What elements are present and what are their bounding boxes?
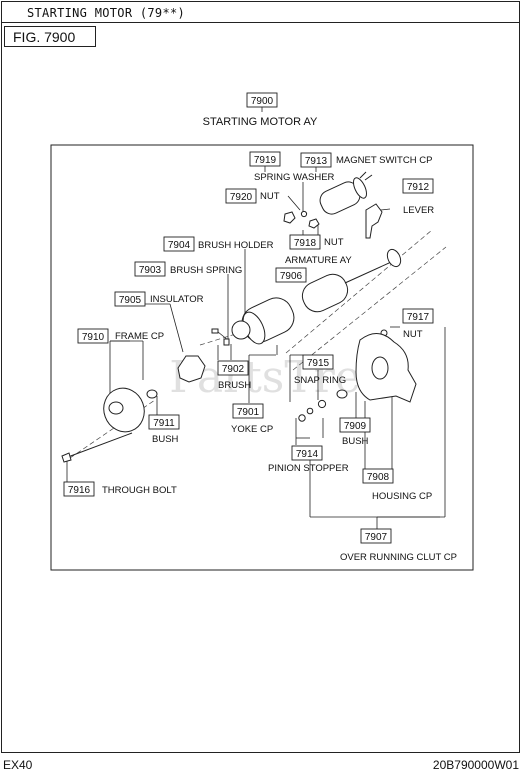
svg-text:7903: 7903 bbox=[139, 265, 162, 276]
svg-text:ARMATURE AY: ARMATURE AY bbox=[285, 255, 352, 266]
svg-text:BRUSH HOLDER: BRUSH HOLDER bbox=[198, 240, 274, 251]
svg-text:7910: 7910 bbox=[82, 332, 105, 343]
svg-text:FRAME CP: FRAME CP bbox=[115, 331, 164, 342]
part-7903: 7903 BRUSH SPRING bbox=[134, 261, 242, 277]
svg-text:7917: 7917 bbox=[407, 312, 430, 323]
figure-number: FIG. 7900 bbox=[13, 29, 76, 45]
svg-text:7908: 7908 bbox=[367, 472, 390, 483]
svg-text:7907: 7907 bbox=[365, 532, 388, 543]
page-frame bbox=[1, 1, 520, 753]
brush-holder-drawing bbox=[211, 320, 251, 346]
svg-text:NUT: NUT bbox=[260, 191, 280, 202]
svg-text:7901: 7901 bbox=[237, 407, 260, 418]
svg-text:BRUSH SPRING: BRUSH SPRING bbox=[170, 265, 242, 276]
svg-text:INSULATOR: INSULATOR bbox=[150, 294, 204, 305]
svg-text:7911: 7911 bbox=[153, 418, 175, 429]
svg-text:BRUSH: BRUSH bbox=[218, 380, 251, 391]
svg-text:NUT: NUT bbox=[403, 329, 423, 340]
lever-drawing bbox=[365, 203, 383, 239]
svg-text:7905: 7905 bbox=[119, 295, 142, 306]
part-7905: 7905 INSULATOR bbox=[114, 291, 204, 307]
svg-text:THROUGH BOLT: THROUGH BOLT bbox=[102, 485, 177, 496]
part-7916: 7916 THROUGH BOLT bbox=[63, 481, 177, 497]
part-7914: 7914 PINION STOPPER bbox=[268, 445, 349, 474]
part-7917: 7917 NUT bbox=[402, 308, 434, 340]
part-7909: 7909 BUSH bbox=[339, 417, 371, 447]
svg-text:STARTING MOTOR AY: STARTING MOTOR AY bbox=[203, 116, 318, 128]
document-code: 20B790000W01 bbox=[432, 758, 519, 772]
part-7906: 7906 ARMATURE AY bbox=[275, 255, 352, 283]
svg-text:7902: 7902 bbox=[222, 364, 245, 375]
part-7911: 7911 BUSH bbox=[148, 414, 180, 445]
svg-text:7916: 7916 bbox=[68, 485, 91, 496]
watermark: PartsTree bbox=[169, 352, 387, 403]
svg-text:7919: 7919 bbox=[254, 155, 277, 166]
svg-text:SPRING WASHER: SPRING WASHER bbox=[254, 172, 335, 183]
svg-text:LEVER: LEVER bbox=[403, 205, 434, 216]
svg-text:NUT: NUT bbox=[324, 237, 344, 248]
through-bolt-drawing bbox=[61, 432, 133, 463]
part-7910: 7910 FRAME CP bbox=[77, 328, 164, 344]
svg-text:7912: 7912 bbox=[407, 182, 430, 193]
svg-text:7906: 7906 bbox=[280, 271, 303, 282]
page-title: STARTING MOTOR (79**) bbox=[27, 6, 186, 20]
armature-drawing bbox=[301, 248, 402, 313]
svg-text:7920: 7920 bbox=[230, 192, 253, 203]
svg-text:7900: 7900 bbox=[251, 96, 274, 107]
part-7908: 7908 HOUSING CP bbox=[362, 468, 432, 502]
svg-text:OVER RUNNING CLUT CP: OVER RUNNING CLUT CP bbox=[340, 552, 457, 563]
bush-drawing bbox=[146, 389, 348, 399]
part-7902: 7902 BRUSH bbox=[217, 360, 251, 391]
svg-text:PINION STOPPER: PINION STOPPER bbox=[268, 463, 349, 474]
part-7918: 7918 NUT bbox=[289, 234, 344, 250]
svg-text:7918: 7918 bbox=[294, 238, 317, 249]
frame-drawing bbox=[103, 387, 145, 433]
insulator-drawing bbox=[177, 355, 206, 383]
part-labels: 7900 STARTING MOTOR AY 7919 SPRING WASHE… bbox=[63, 92, 457, 563]
figure-label-box: FIG. 7900 bbox=[4, 26, 96, 47]
part-7912: 7912 LEVER bbox=[402, 178, 434, 216]
yoke-drawing bbox=[241, 297, 295, 345]
model-code: EX40 bbox=[3, 758, 33, 772]
svg-text:YOKE CP: YOKE CP bbox=[231, 424, 273, 435]
assembly-box bbox=[50, 144, 474, 571]
svg-text:7904: 7904 bbox=[168, 240, 191, 251]
housing-drawing bbox=[355, 333, 417, 403]
part-7915: 7915 SNAP RING bbox=[294, 354, 346, 386]
svg-text:BUSH: BUSH bbox=[342, 436, 369, 447]
svg-text:MAGNET SWITCH CP: MAGNET SWITCH CP bbox=[336, 155, 432, 166]
part-7919: 7919 SPRING WASHER bbox=[249, 151, 335, 183]
component-drawings bbox=[61, 171, 417, 463]
svg-text:BUSH: BUSH bbox=[152, 434, 179, 445]
svg-text:7913: 7913 bbox=[305, 156, 328, 167]
part-7913: 7913 MAGNET SWITCH CP bbox=[300, 152, 432, 168]
part-7900: 7900 STARTING MOTOR AY bbox=[203, 92, 318, 128]
leader-lines bbox=[66, 107, 446, 529]
pinion-stopper-drawing bbox=[298, 399, 327, 422]
svg-text:7914: 7914 bbox=[296, 449, 319, 460]
magnet-switch-drawing bbox=[319, 171, 373, 215]
title-bar: STARTING MOTOR (79**) bbox=[1, 1, 520, 23]
part-7920: 7920 NUT bbox=[225, 188, 280, 204]
svg-text:HOUSING CP: HOUSING CP bbox=[372, 491, 432, 502]
part-7904: 7904 BRUSH HOLDER bbox=[163, 236, 274, 252]
svg-text:SNAP RING: SNAP RING bbox=[294, 375, 346, 386]
svg-text:7915: 7915 bbox=[307, 358, 330, 369]
svg-text:7909: 7909 bbox=[344, 421, 367, 432]
part-7907: 7907 OVER RUNNING CLUT CP bbox=[340, 528, 457, 563]
part-7901: 7901 YOKE CP bbox=[231, 403, 273, 435]
